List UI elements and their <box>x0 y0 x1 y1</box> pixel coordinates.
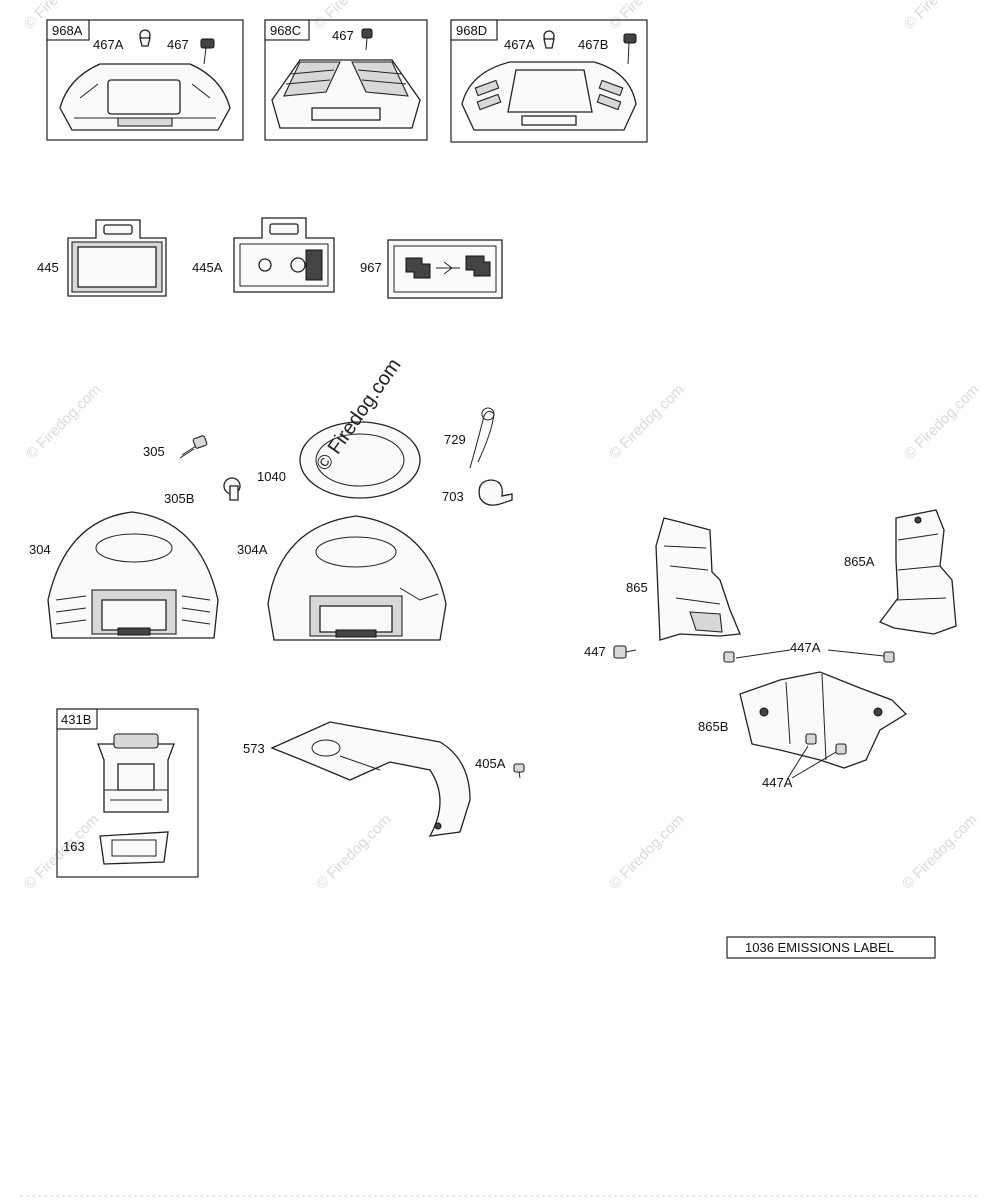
part-label: 865B <box>698 719 728 734</box>
blower-housing-304: 304 <box>29 511 219 639</box>
watermark: © Firedog.com <box>606 381 688 463</box>
part-label: 304A <box>237 542 268 557</box>
air-cleaner-cover-drawing <box>59 63 231 131</box>
shield-865b: 865B <box>698 671 908 769</box>
shroud-573: 573 <box>243 721 471 837</box>
part-label: 1040 <box>257 469 286 484</box>
screw-icon <box>200 38 215 65</box>
part-label: 865A <box>844 554 875 569</box>
tie-729: 729 <box>444 407 495 469</box>
bolt-447: 447 <box>584 644 637 659</box>
kit-968a: 968A 467A 467 <box>46 19 244 141</box>
bolts-447a: 447A <box>723 640 895 663</box>
part-label: 447A <box>790 640 821 655</box>
watermark: © Firedog.com <box>21 811 103 893</box>
watermark: © Firedog.com <box>901 381 983 463</box>
part-label: 304 <box>29 542 51 557</box>
screw-405a: 405A <box>475 756 525 779</box>
air-cleaner-cover-drawing <box>271 59 421 129</box>
part-label: 163 <box>63 839 85 854</box>
filter-445: 445 <box>37 219 167 297</box>
kit-968d: 968D 467A 467B <box>450 19 648 143</box>
watermark: © Firedog.com <box>901 0 983 33</box>
part-label: 305 <box>143 444 165 459</box>
kit-label: 968A <box>52 23 83 38</box>
kit-label: 968D <box>456 23 487 38</box>
filter-445a: 445A <box>192 217 335 293</box>
kit-label: 431B <box>61 712 91 727</box>
watermark: © Firedog.com <box>899 811 981 893</box>
watermark: © Firedog.com <box>606 811 688 893</box>
part-label: 467A <box>93 37 124 52</box>
part-label: 467B <box>578 37 608 52</box>
knob-icon <box>543 30 555 49</box>
kit-frame <box>46 19 244 141</box>
part-label: 729 <box>444 432 466 447</box>
emissions-label-box: 1036 EMISSIONS LABEL <box>726 936 936 959</box>
gasket-1040: 1040 <box>257 421 421 499</box>
filter-967: 967 <box>360 239 503 299</box>
clamp-703: 703 <box>442 479 513 506</box>
kit-tag <box>264 19 310 41</box>
bolts-447a-lower: 447A <box>762 733 847 790</box>
blower-housing-304a: 304A <box>237 515 447 641</box>
part-label: 447A <box>762 775 793 790</box>
part-label: 573 <box>243 741 265 756</box>
air-cleaner-cover-drawing <box>461 61 637 131</box>
part-label: 967 <box>360 260 382 275</box>
emissions-label-text: 1036 EMISSIONS LABEL <box>745 940 894 955</box>
part-label: 445A <box>192 260 223 275</box>
knob-icon <box>139 29 151 47</box>
kit-431b: 431B 163 <box>56 708 199 878</box>
part-label: 467A <box>504 37 535 52</box>
part-label: 467 <box>167 37 189 52</box>
part-label: 305B <box>164 491 194 506</box>
kit-tag <box>450 19 498 41</box>
kit-968c: 968C 467 <box>264 19 428 141</box>
part-label: 703 <box>442 489 464 504</box>
part-label: 447 <box>584 644 606 659</box>
watermark: © Firedog.com <box>23 381 105 463</box>
bolt-305: 305 <box>143 435 208 459</box>
watermark: © Firedog.com <box>313 811 395 893</box>
part-label: 445 <box>37 260 59 275</box>
part-label: 865 <box>626 580 648 595</box>
bracket-drawing <box>97 733 175 813</box>
kit-tag <box>46 19 90 41</box>
part-label: 467 <box>332 28 354 43</box>
shield-865: 865 <box>626 517 741 641</box>
screw-icon <box>361 28 373 51</box>
gasket-drawing <box>99 831 169 865</box>
kit-label: 968C <box>270 23 301 38</box>
kit-frame <box>264 19 428 141</box>
screw-icon <box>623 33 637 65</box>
kit-frame <box>450 19 648 143</box>
part-label: 405A <box>475 756 506 771</box>
kit-frame <box>56 708 199 878</box>
bolt-305b: 305B <box>164 477 241 506</box>
shield-865a: 865A <box>844 509 957 635</box>
kit-tag <box>56 708 98 730</box>
